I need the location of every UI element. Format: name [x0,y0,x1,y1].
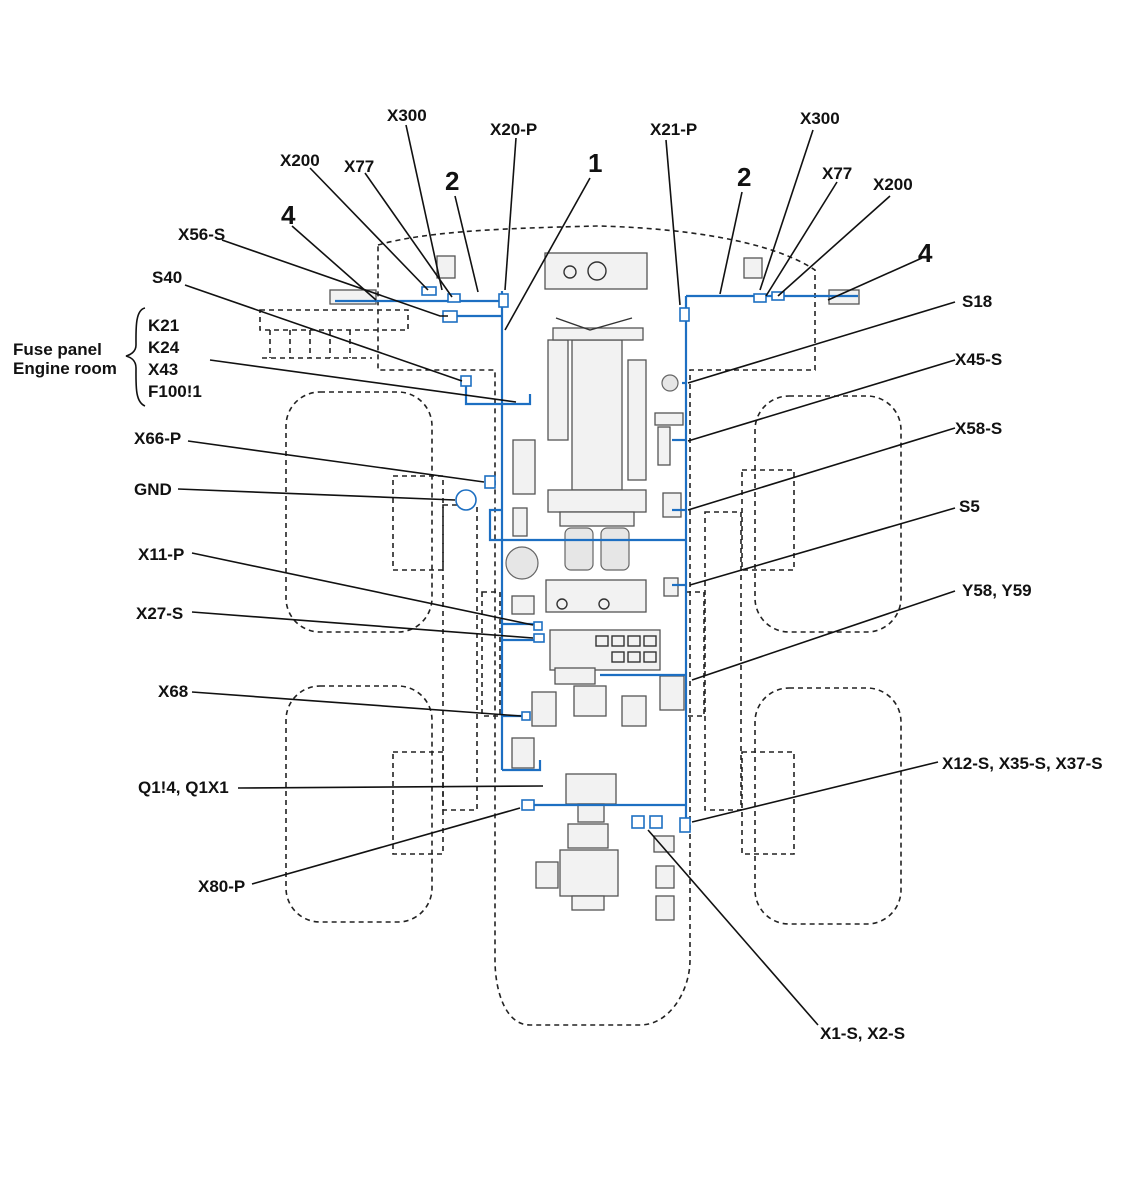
connector-s40 [460,375,472,387]
label-x77-left: X77 [344,157,374,176]
leader-lines [177,124,956,1026]
label-s40: S40 [152,268,182,287]
label-y58-y59: Y58, Y59 [962,581,1032,600]
fuse-panel-brace [125,307,146,407]
label-x200-right: X200 [873,175,913,194]
label-1: 1 [588,148,602,178]
box-right-1 [741,469,795,571]
rail-left-inner [481,591,501,717]
label-s5: S5 [959,497,980,516]
fuse-panel-subtitle: Engine room [13,359,117,378]
connector-x11p [533,621,543,631]
label-2-left: 2 [445,166,459,196]
wheel-rear-right [754,687,902,925]
wheel-front-right [754,395,902,633]
label-x27s: X27-S [136,604,183,623]
gnd-symbol [455,489,477,511]
label-q14-q1x1: Q1!4, Q1X1 [138,778,229,797]
label-x200-left: X200 [280,151,320,170]
connector-x1s [631,815,645,829]
box-left-2 [392,751,444,855]
label-x45s: X45-S [955,350,1002,369]
connector-x68 [521,711,531,721]
fuse-item-k24: K24 [148,338,180,357]
connector-x20p [498,293,509,308]
rail-left [442,504,478,811]
callout-labels: X300 X20-P X21-P X300 X200 X77 1 2 2 X77… [134,106,1103,1043]
box-right-2 [741,751,795,855]
label-x11p: X11-P [138,545,184,564]
fuse-panel-title: Fuse panel [13,340,102,359]
label-x56s: X56-S [178,225,225,244]
connector-x80p [521,799,535,811]
engine-components [329,252,860,921]
label-x300-left: X300 [387,106,427,125]
label-x12s-x35s-x37s: X12-S, X35-S, X37-S [942,754,1103,773]
label-x21p: X21-P [650,120,697,139]
wiring-harness [335,286,858,833]
fuse-item-f100-1: F100!1 [148,382,202,401]
fuse-panel-legend: Fuse panel Engine room K21 K24 X43 F100!… [13,307,202,407]
label-gnd: GND [134,480,172,499]
label-x77-right: X77 [822,164,852,183]
fuse-panel-area [259,309,409,331]
fuse-item-k21: K21 [148,316,179,335]
label-4-left: 4 [281,200,296,230]
connector-x27s [533,633,545,643]
connector-x66p [484,475,496,489]
label-s18: S18 [962,292,992,311]
rail-right-inner [685,591,705,717]
label-x58s: X58-S [955,419,1002,438]
fuse-item-x43: X43 [148,360,178,379]
box-left-1 [392,475,444,571]
label-x300-right: X300 [800,109,840,128]
connector-x2s [649,815,663,829]
connector-x12s [679,817,691,833]
wheel-rear-left [285,685,433,923]
label-2-right: 2 [737,162,751,192]
label-x20p: X20-P [490,120,537,139]
label-x1s-x2s: X1-S, X2-S [820,1024,905,1043]
wheel-front-left [285,391,433,633]
label-4-right: 4 [918,238,933,268]
label-x68: X68 [158,682,188,701]
connector-x21p [679,307,690,322]
vehicle-outline [259,225,902,1026]
label-x66p: X66-P [134,429,181,448]
label-x80p: X80-P [198,877,245,896]
rail-right [704,511,742,811]
